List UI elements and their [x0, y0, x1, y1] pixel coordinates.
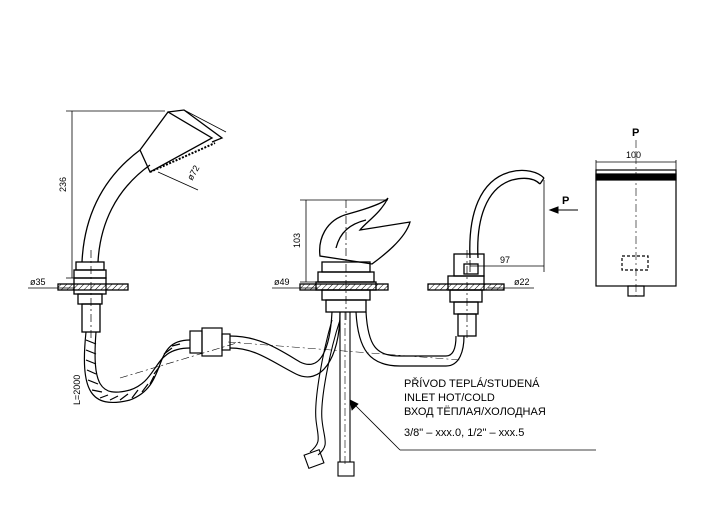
connecting-pipe-right	[355, 311, 465, 367]
note-line-1: PŘÍVOD TEPLÁ/STUDENÁ	[404, 377, 540, 390]
note-leader	[349, 399, 596, 451]
dim-103	[300, 199, 388, 283]
label-view-arrow: P	[562, 195, 569, 207]
dim-236	[66, 110, 165, 279]
label-97: 97	[500, 255, 510, 265]
label-49: ø49	[274, 277, 290, 287]
note-line-3: ВХОД ТЁПЛАЯ/ХОЛОДНАЯ	[404, 406, 546, 418]
label-236: 236	[58, 177, 68, 192]
view-arrow	[548, 206, 578, 214]
side-view	[595, 140, 677, 297]
shower-hose	[83, 327, 231, 404]
label-22: ø22	[514, 277, 530, 287]
note-line-2: INLET HOT/COLD	[404, 392, 495, 404]
inlet-pipes	[303, 312, 355, 477]
label-shower-head-dia: ø72	[185, 164, 201, 182]
label-side-view: P	[632, 127, 639, 139]
dim-shower-head	[157, 109, 227, 191]
connecting-pipe-left	[229, 311, 341, 378]
label-35: ø35	[30, 277, 46, 287]
spout	[427, 169, 545, 340]
dim-97	[469, 180, 545, 272]
label-side-width: 100	[626, 150, 641, 160]
mixer-body	[299, 197, 411, 320]
label-103: 103	[292, 233, 302, 248]
label-hose-length: L=2000	[72, 375, 82, 405]
note-line-4: 3/8" – xxx.0, 1/2" – xxx.5	[404, 427, 524, 439]
hand-shower	[57, 109, 224, 340]
